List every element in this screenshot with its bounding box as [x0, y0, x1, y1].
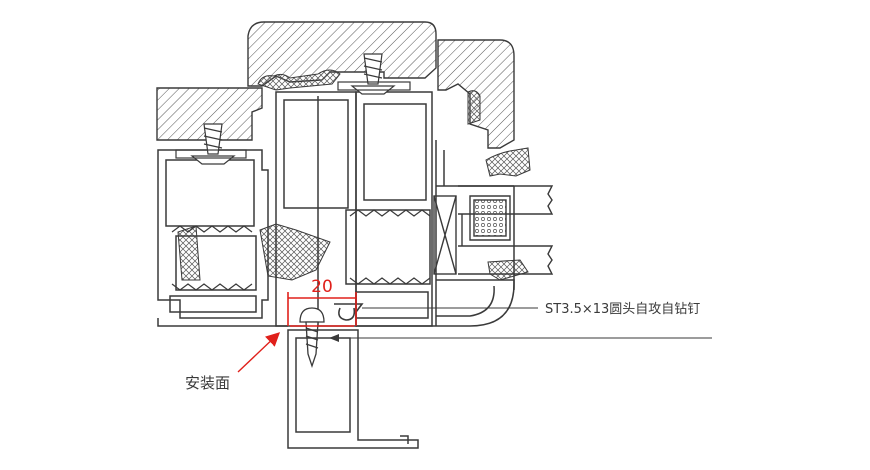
- install-surface-arrow: [237, 332, 281, 373]
- dimension-value: 20: [311, 277, 333, 297]
- dimension-20: [287, 292, 357, 327]
- screw-callout-text: ST3.5×13圆头自攻自钻钉: [545, 302, 700, 317]
- thermal-break-strips: [171, 209, 431, 291]
- cladding-screw-left: [175, 123, 247, 165]
- glass-unit: [433, 185, 554, 275]
- wood-cladding-left: [156, 87, 263, 141]
- cladding-screw-top: [337, 53, 411, 95]
- install-surface-label: 安装面: [185, 374, 230, 392]
- self-drilling-screw: [299, 307, 325, 369]
- seal-gaskets: [177, 69, 531, 281]
- sealant-clip: [334, 303, 364, 321]
